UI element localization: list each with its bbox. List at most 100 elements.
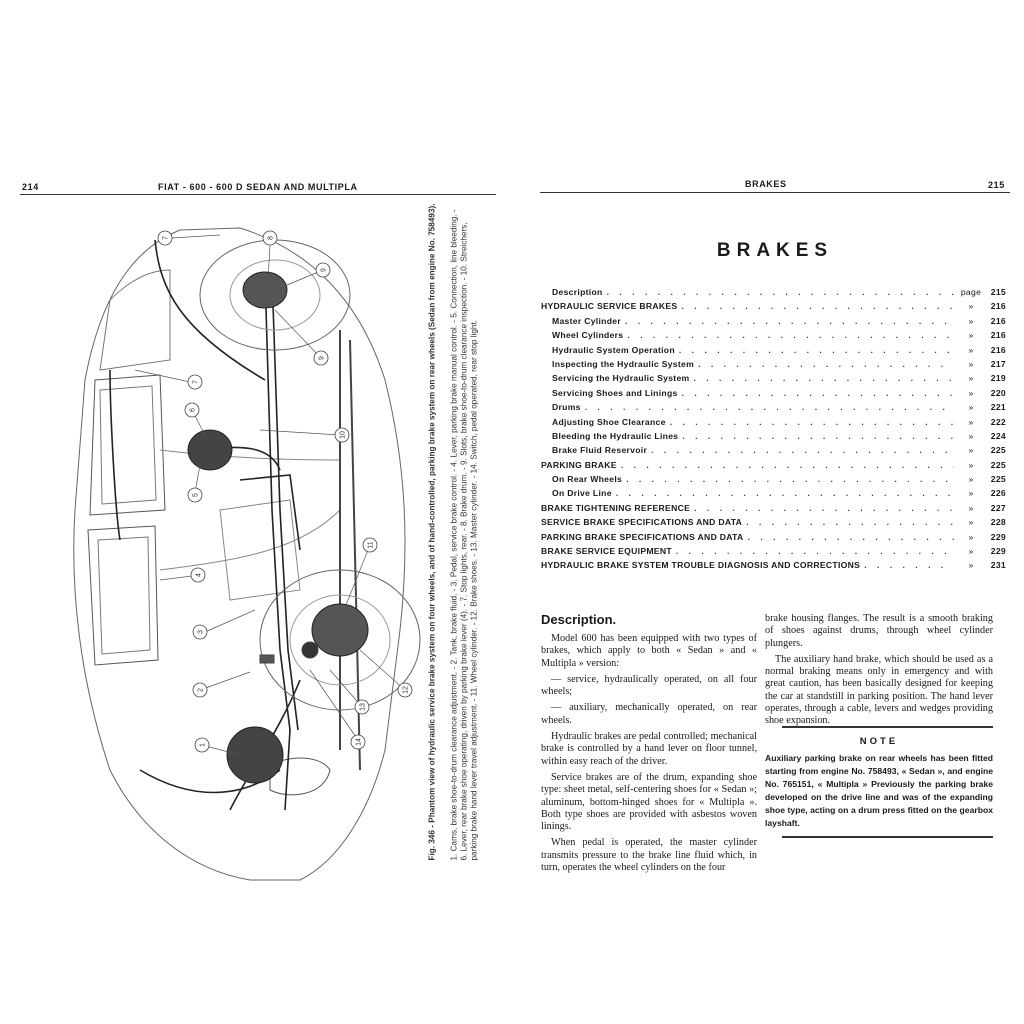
toc-prefix: » (968, 502, 974, 513)
figure-caption-title: Fig. 346 - Phantom view of hydraulic ser… (427, 203, 437, 861)
toc-entry: SERVICE BRAKE SPECIFICATIONS AND DATA»22… (541, 517, 1006, 531)
brake-drum-front-left (187, 429, 233, 471)
brake-drum-rear-right (311, 603, 369, 657)
toc-prefix: » (968, 387, 974, 398)
toc-page-number: 220 (990, 387, 1006, 398)
toc-label: On Rear Wheels (552, 474, 623, 485)
toc-label: Description (552, 287, 603, 297)
callout-label: 9 (319, 356, 326, 360)
note-heading: NOTE (859, 736, 899, 747)
toc-label: Inspecting the Hydraulic System (552, 358, 695, 369)
toc-entry: On Rear Wheels»225 (541, 474, 1006, 488)
toc-prefix: » (968, 358, 974, 369)
toc-page-number: 216 (990, 330, 1006, 341)
figure-legend: 1. Cams, brake shoe-to-drum clearance ad… (449, 209, 479, 861)
toc-label: Master Cylinder (552, 315, 621, 326)
paragraph: The auxiliary hand brake, which should b… (765, 653, 993, 727)
callout-label: 12 (403, 686, 410, 694)
toc-page-number: 219 (990, 373, 1006, 384)
callouts: 7 8 9 9 7 6 10 5 4 11 3 2 12 13 14 1 (157, 230, 413, 753)
toc-leader-dots (621, 460, 954, 470)
toc-prefix: » (968, 459, 974, 470)
toc-label: SERVICE BRAKE SPECIFICATIONS AND DATA (541, 517, 743, 528)
toc-entry: PARKING BRAKE SPECIFICATIONS AND DATA » 22… (541, 532, 1006, 546)
toc-leader-dots (864, 560, 954, 570)
toc-leader-dots (748, 532, 954, 542)
note-rule-bottom (782, 836, 993, 838)
callout-label: 11 (368, 541, 375, 548)
toc-entry: BRAKE TIGHTENING REFERENCE»227 (541, 503, 1006, 517)
callout-label: 3 (198, 630, 205, 634)
toc-page-number: 227 (990, 502, 1006, 513)
toc-label: On Drive Line (552, 488, 612, 499)
brake-drum-front-right (242, 271, 288, 309)
brake-lines (109, 239, 301, 811)
toc-page-number: 216 (990, 315, 1006, 326)
toc-prefix: » (968, 402, 974, 413)
callout-label: 5 (193, 493, 200, 497)
toc-entry: Drums » 221 (541, 402, 1006, 416)
paragraph: Service brakes are of the drum, expandin… (541, 771, 757, 833)
toc-leader-dots (607, 287, 954, 297)
toc-label: Wheel Cylinders (552, 330, 624, 341)
callout-label: 4 (196, 573, 203, 577)
callout-label: 13 (360, 703, 367, 711)
toc-leader-dots (627, 330, 954, 340)
fluid-tank (259, 654, 275, 664)
callout-label: 6 (190, 408, 197, 412)
toc-label: Servicing Shoes and Linings (552, 387, 678, 398)
toc-page-number: 222 (990, 416, 1006, 427)
toc-entry: Descriptionpage215 (541, 287, 1006, 301)
toc-prefix: » (968, 531, 974, 542)
callout-label: 14 (356, 738, 363, 746)
toc-page-number: 231 (990, 560, 1006, 571)
toc-entry: Servicing Shoes and Linings » 220 (541, 388, 1006, 402)
toc-leader-dots (670, 417, 954, 427)
paragraph: Hydraulic brakes are pedal controlled; m… (541, 731, 757, 767)
paragraph: brake housing flanges. The result is a s… (765, 613, 993, 649)
body-left-column: Model 600 has been equipped with two typ… (541, 633, 757, 878)
toc-leader-dots (746, 517, 954, 527)
toc-page-number: 229 (990, 531, 1006, 542)
paragraph: When pedal is operated, the master cylin… (541, 837, 757, 874)
toc-label: Drums (552, 402, 581, 413)
toc-label: PARKING BRAKE SPECIFICATIONS AND DATA (541, 531, 744, 542)
callout-label: 9 (321, 268, 328, 272)
toc-prefix: » (968, 430, 974, 441)
toc-page-number: 229 (990, 546, 1006, 557)
toc-page-number: 216 (990, 344, 1006, 355)
toc-leader-dots (681, 301, 954, 311)
toc-page-number: 217 (990, 358, 1006, 369)
callout-label: 7 (163, 236, 170, 240)
toc-entry: Servicing the Hydraulic System»219 (541, 373, 1006, 387)
toc-page-number: 216 (990, 301, 1006, 312)
toc-page-number: 228 (990, 517, 1006, 528)
toc-label: HYDRAULIC SERVICE BRAKES (541, 301, 678, 312)
figure-caption: Fig. 346 - Phantom view of hydraulic ser… (427, 203, 484, 861)
toc-prefix: » (968, 560, 974, 571)
toc-prefix: » (968, 301, 974, 312)
callout-label: 8 (268, 236, 275, 240)
toc-leader-dots (585, 402, 954, 412)
toc-leader-dots (651, 445, 954, 455)
rear-right-wheel (259, 569, 421, 711)
toc-entry: Adjusting Shoe Clearance » 222 (541, 417, 1006, 431)
toc-label: Adjusting Shoe Clearance (552, 416, 666, 427)
toc-entry: HYDRAULIC BRAKE SYSTEM TROUBLE DIAGNOSIS… (541, 560, 1006, 574)
toc-prefix: » (968, 416, 974, 427)
header-rule-right (540, 192, 1010, 193)
toc-prefix: » (968, 344, 974, 355)
paragraph: Model 600 has been equipped with two typ… (541, 633, 757, 669)
toc-entry: Bleeding the Hydraulic Lines»224 (541, 431, 1006, 445)
callout-label: 2 (198, 688, 205, 692)
toc-prefix: page (960, 287, 982, 297)
header-rule-left (20, 194, 496, 195)
toc-prefix: » (968, 373, 974, 384)
toc-entry: Hydraulic System Operation » 216 (541, 345, 1006, 359)
note-text: Auxiliary parking brake on rear wheels h… (765, 753, 993, 828)
toc-label: Hydraulic System Operation (552, 344, 675, 355)
chapter-title: BRAKES (716, 240, 834, 261)
toc-page-number: 221 (990, 402, 1006, 413)
toc-leader-dots (682, 388, 954, 398)
left-page-number: 214 (22, 182, 39, 192)
